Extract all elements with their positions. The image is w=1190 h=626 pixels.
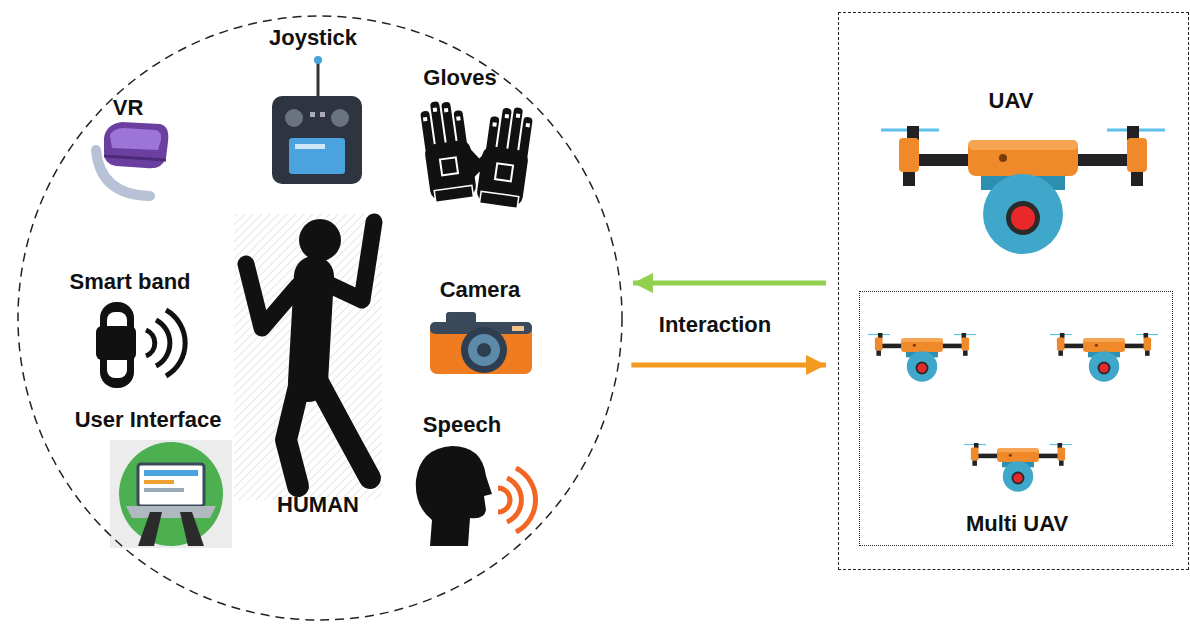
node-label: User Interface xyxy=(75,408,222,432)
uav-drone xyxy=(964,443,1072,492)
uav-box: UAV Multi UAV xyxy=(838,12,1189,570)
interaction-label: Interaction xyxy=(656,311,774,339)
node-label: Multi UAV xyxy=(966,512,1068,536)
vr-headset xyxy=(96,122,168,196)
node-label: VR xyxy=(113,96,144,120)
uav-drone xyxy=(1050,333,1158,382)
uav-drone xyxy=(881,126,1165,254)
node-label: UAV xyxy=(989,89,1034,113)
multi-uav-box: Multi UAV xyxy=(859,291,1173,546)
human-figure xyxy=(234,214,382,500)
speech-icon xyxy=(416,446,536,546)
human-circle: JoystickGlovesVR Smart band CameraUser Int… xyxy=(17,15,623,621)
node-label: Gloves xyxy=(423,66,496,90)
camera-icon xyxy=(430,312,532,374)
node-label: Joystick xyxy=(269,26,357,50)
gloves-icon xyxy=(418,95,535,209)
interaction-arrow xyxy=(633,281,826,286)
user-interface-icon xyxy=(110,440,232,548)
dashed-circle xyxy=(17,15,623,621)
node-label: Speech xyxy=(423,413,501,437)
node-label: Smart band xyxy=(69,270,190,294)
smart-band-icon xyxy=(96,302,185,388)
joystick-icon xyxy=(272,56,362,184)
node-label: Camera xyxy=(440,278,521,302)
interaction-arrow xyxy=(631,363,826,368)
node-label: HUMAN xyxy=(277,493,359,517)
uav-drone xyxy=(868,333,976,382)
